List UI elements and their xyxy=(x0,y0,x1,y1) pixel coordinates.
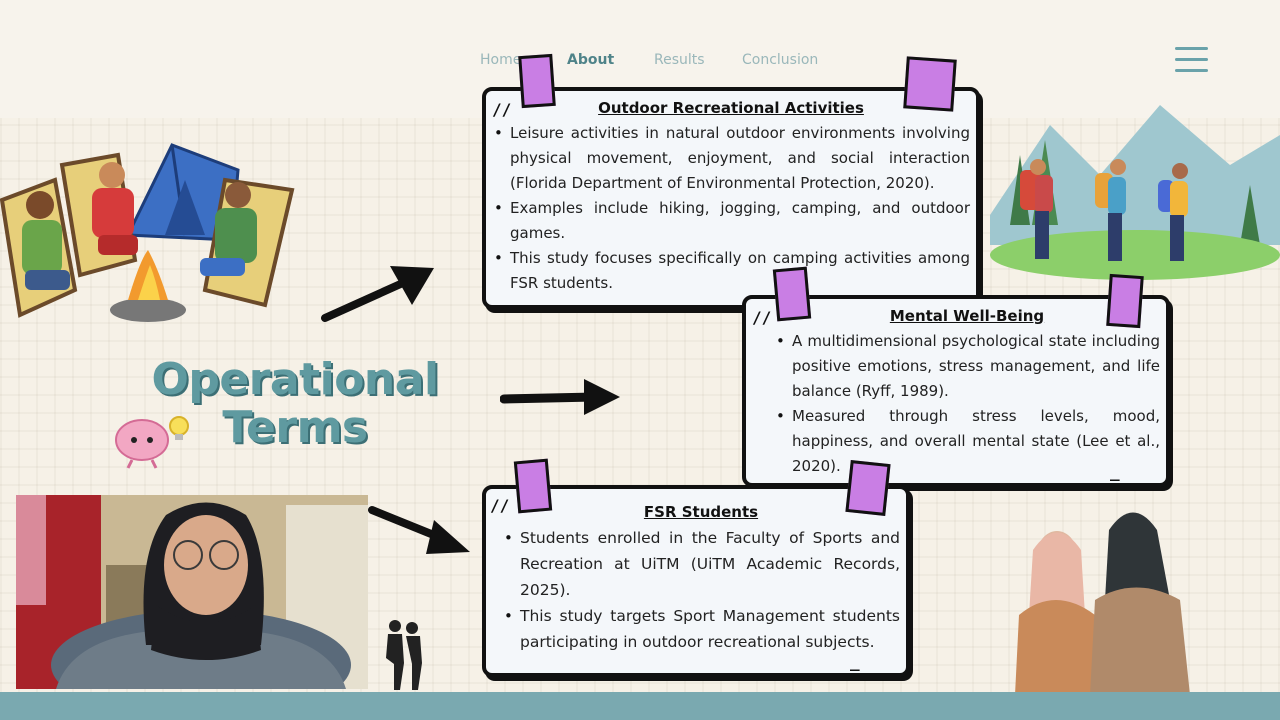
list-item: Leisure activities in natural outdoor en… xyxy=(492,121,970,196)
brain-mascot-icon xyxy=(115,416,189,469)
list-item: This study targets Sport Management stud… xyxy=(502,603,900,655)
tape-decoration xyxy=(513,458,553,514)
tape-decoration xyxy=(845,460,891,516)
list-item: Students enrolled in the Faculty of Spor… xyxy=(502,525,900,603)
bullet-list-mental: A multidimensional psychological state i… xyxy=(774,329,1160,479)
list-item: Measured through stress levels, mood, ha… xyxy=(774,404,1160,479)
tape-decoration xyxy=(518,53,556,109)
scribble-decoration: // xyxy=(492,100,512,119)
card-mental-well-being: Mental Well-Being A multidimensional psy… xyxy=(742,295,1170,487)
list-item: Examples include hiking, jogging, campin… xyxy=(492,196,970,246)
hamburger-menu-icon[interactable] xyxy=(1175,47,1208,73)
scribble-decoration: _ xyxy=(1110,462,1120,481)
list-item: This study focuses specifically on campi… xyxy=(492,246,970,296)
tape-decoration xyxy=(772,266,812,322)
arrow-icon-to-mental xyxy=(500,379,620,415)
nav-conclusion[interactable]: Conclusion xyxy=(742,52,819,68)
nav-about[interactable]: About xyxy=(567,52,615,68)
card-outdoor-recreational: Outdoor Recreational Activities Leisure … xyxy=(482,87,980,309)
tape-decoration xyxy=(903,56,957,112)
card-title-mental: Mental Well-Being xyxy=(889,307,1045,325)
runners-silhouette-icon xyxy=(386,620,422,690)
hikers-illustration xyxy=(990,105,1280,280)
list-item: A multidimensional psychological state i… xyxy=(774,329,1160,404)
scribble-decoration: // xyxy=(490,496,510,515)
operational-terms-title: Operational Terms xyxy=(130,356,460,452)
running-women-photo xyxy=(1015,512,1190,695)
bullet-list-fsr: Students enrolled in the Faculty of Spor… xyxy=(502,525,900,655)
nav-results[interactable]: Results xyxy=(654,52,705,68)
arrow-icon-to-outdoor xyxy=(321,266,434,322)
bullet-list-outdoor: Leisure activities in natural outdoor en… xyxy=(492,121,970,296)
card-title-fsr: FSR Students xyxy=(643,503,759,521)
tape-decoration xyxy=(1106,273,1144,329)
webcam-presenter-video xyxy=(16,495,368,689)
arrow-icon-to-fsr xyxy=(368,506,470,554)
scribble-decoration: _ xyxy=(850,652,860,671)
bottom-bar xyxy=(0,692,1280,720)
title-line-1: Operational xyxy=(151,354,439,405)
title-line-2: Terms xyxy=(222,402,368,453)
card-title-outdoor: Outdoor Recreational Activities xyxy=(598,99,864,117)
camping-illustration xyxy=(0,143,295,322)
card-fsr-students: FSR Students Students enrolled in the Fa… xyxy=(482,485,910,677)
scribble-decoration: // xyxy=(752,308,772,327)
nav-home[interactable]: Home xyxy=(480,52,522,68)
presenter-image xyxy=(16,495,368,689)
